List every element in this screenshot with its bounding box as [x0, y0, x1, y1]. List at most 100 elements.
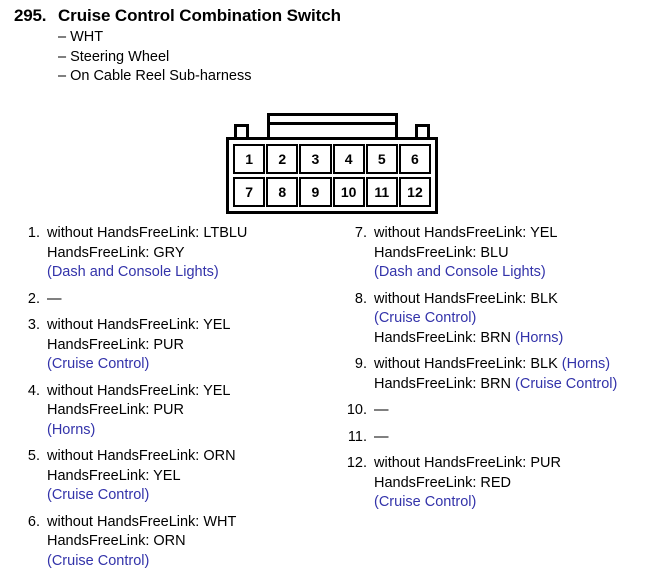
connector-top-profile	[226, 113, 438, 137]
pin-entry-line: without HandsFreeLink: WHT	[47, 513, 336, 533]
circuit-reference: (Cruise Control)	[515, 375, 618, 392]
pin-entry-number: 7.	[354, 225, 367, 241]
pin-entry-number: 1.	[27, 225, 40, 241]
pin-cell[interactable]: 4	[332, 144, 365, 174]
pin-entry-lines: without HandsFreeLink: YEL HandsFreeLink:…	[47, 316, 336, 375]
pin-entry: 10.—	[341, 401, 646, 421]
subtitle-list: – WHT – Steering Wheel – On Cable Reel S…	[14, 28, 634, 87]
pin-entry-number: 2.	[27, 290, 40, 307]
pin-entry-lines: —	[47, 290, 336, 310]
pin-entry-number: 4.	[27, 382, 40, 399]
subtitle-line: – Steering Wheel	[58, 48, 170, 65]
pin-entry-line: without HandsFreeLink: ORN	[47, 447, 336, 467]
pin-cell[interactable]: 11	[365, 177, 398, 207]
pin-description-columns: 1. without HandsFreeLink: LTBLU HandsFreeL…	[0, 224, 646, 578]
pin-entry: 4. without HandsFreeLink: YEL HandsFreeLin…	[14, 382, 336, 441]
pin-entry-lines: without HandsFreeLink: YEL HandsFreeLink:…	[47, 382, 336, 441]
pin-cell[interactable]: 2	[266, 144, 299, 174]
wire-color-text: HandsFreeLink: BLU	[374, 244, 509, 261]
circuit-reference: (Cruise Control)	[47, 552, 150, 569]
circuit-reference: (Cruise Control)	[47, 487, 150, 503]
wire-color-text: HandsFreeLink: BRN	[374, 329, 516, 346]
pin-entry-lines: —	[374, 428, 646, 448]
connector-tab-left	[234, 124, 249, 137]
pin-entry-line: (Dash and Console Lights)	[47, 263, 336, 283]
connector-latch-line	[267, 122, 398, 125]
pin-entry-number: 11.	[347, 428, 367, 445]
pin-entry-lines: without HandsFreeLink: BLK (Horns)HandsF…	[374, 355, 646, 394]
pin-entry-line: (Cruise Control)	[47, 552, 336, 572]
header-title-row: 295. Cruise Control Combination Switch	[14, 6, 634, 26]
wire-color-text: without HandsFreeLink: YEL	[47, 382, 231, 399]
pin-entry-number: 6.	[27, 513, 40, 530]
pin-entry-lines: without HandsFreeLink: WHT HandsFreeLink:…	[47, 513, 336, 572]
pin-cell[interactable]: 5	[365, 144, 398, 174]
pin-entry-line: without HandsFreeLink: YEL	[47, 316, 336, 336]
wire-color-text: without HandsFreeLink: LTBLU	[47, 225, 248, 241]
pin-entry-line: without HandsFreeLink: BLK (Horns)	[374, 355, 646, 375]
page-header: 295. Cruise Control Combination Switch –…	[14, 6, 634, 87]
pin-entry-number: 9.	[354, 356, 367, 372]
wire-color-text: without HandsFreeLink: BLK	[374, 290, 558, 307]
pin-entry: 11. —	[341, 428, 646, 448]
connector-tab-right	[415, 124, 430, 137]
pin-entry-line: HandsFreeLink: GRY	[47, 244, 336, 264]
wire-color-text: —	[374, 428, 389, 445]
pin-cell[interactable]: 8	[266, 177, 299, 207]
pin-cell[interactable]: 3	[299, 144, 332, 174]
wire-color-text: —	[47, 290, 62, 307]
circuit-reference: (Horns)	[47, 421, 96, 438]
pin-entry-line: (Horns)	[47, 421, 336, 441]
pin-entry-line: HandsFreeLink: ORN	[47, 532, 336, 552]
connector-row-bottom: 7 8 9 10 11 12	[233, 177, 432, 207]
subtitle-line: – WHT	[58, 29, 104, 45]
pin-cell[interactable]: 7	[233, 177, 266, 207]
pin-entry-line: HandsFreeLink: PUR	[47, 401, 336, 421]
wire-color-text: HandsFreeLink: YEL	[47, 467, 181, 484]
pin-entry-line: HandsFreeLink: RED	[374, 474, 646, 494]
pin-entry-line: without HandsFreeLink: BLK	[374, 290, 646, 310]
pin-entry: 1. without HandsFreeLink: LTBLU HandsFreeL…	[14, 224, 336, 283]
pin-entry-number: 5.	[27, 448, 40, 464]
pin-entry-line: without HandsFreeLink: PUR	[374, 454, 646, 474]
circuit-reference: (Horns)	[561, 356, 611, 372]
pin-entry: 9.without HandsFreeLink: BLK (Horns)Hand…	[341, 355, 646, 394]
pin-entry-line: —	[374, 401, 646, 421]
pin-cell[interactable]: 1	[233, 144, 266, 174]
pin-entry-line: without HandsFreeLink: YEL	[374, 224, 646, 244]
connector-body: 1 2 3 4 5 6 7 8 9 10 11 12	[226, 137, 438, 214]
pin-entry-line: without HandsFreeLink: LTBLU	[47, 224, 336, 244]
pin-entry-line: (Cruise Control)	[47, 355, 336, 375]
pin-column-left: 1. without HandsFreeLink: LTBLU HandsFreeL…	[0, 224, 336, 578]
wire-color-text: HandsFreeLink: BRN	[374, 375, 516, 392]
pin-cell[interactable]: 12	[398, 177, 432, 207]
wire-color-text: HandsFreeLink: GRY	[47, 244, 185, 261]
pin-entry-line: HandsFreeLink: BRN (Horns)	[374, 329, 646, 349]
connector-diagram: 1 2 3 4 5 6 7 8 9 10 11 12	[226, 113, 438, 214]
pin-entry: 6. without HandsFreeLink: WHT HandsFreeLin…	[14, 513, 336, 572]
subtitle-line: – On Cable Reel Sub-harness	[58, 68, 252, 84]
pin-entry-line: HandsFreeLink: YEL	[47, 467, 336, 487]
wire-color-text: without HandsFreeLink: YEL	[47, 317, 231, 333]
circuit-reference: (Cruise Control)	[374, 310, 477, 326]
pin-cell[interactable]: 6	[398, 144, 432, 174]
pin-entry: 8.without HandsFreeLink: BLK(Cruise Cont…	[341, 290, 646, 349]
wire-color-text: HandsFreeLink: PUR	[47, 402, 184, 418]
wire-color-text: HandsFreeLink: PUR	[47, 336, 184, 353]
wire-color-text: HandsFreeLink: RED	[374, 474, 511, 491]
pin-entry-number: 3.	[27, 317, 40, 333]
circuit-reference: (Dash and Console Lights)	[374, 264, 546, 280]
wire-color-text: without HandsFreeLink: BLK	[374, 356, 562, 372]
pin-entry-line: —	[47, 290, 336, 310]
wire-color-text: without HandsFreeLink: WHT	[47, 513, 237, 530]
circuit-reference: (Horns)	[515, 329, 564, 346]
pin-cell[interactable]: 10	[332, 177, 365, 207]
pin-cell[interactable]: 9	[299, 177, 332, 207]
